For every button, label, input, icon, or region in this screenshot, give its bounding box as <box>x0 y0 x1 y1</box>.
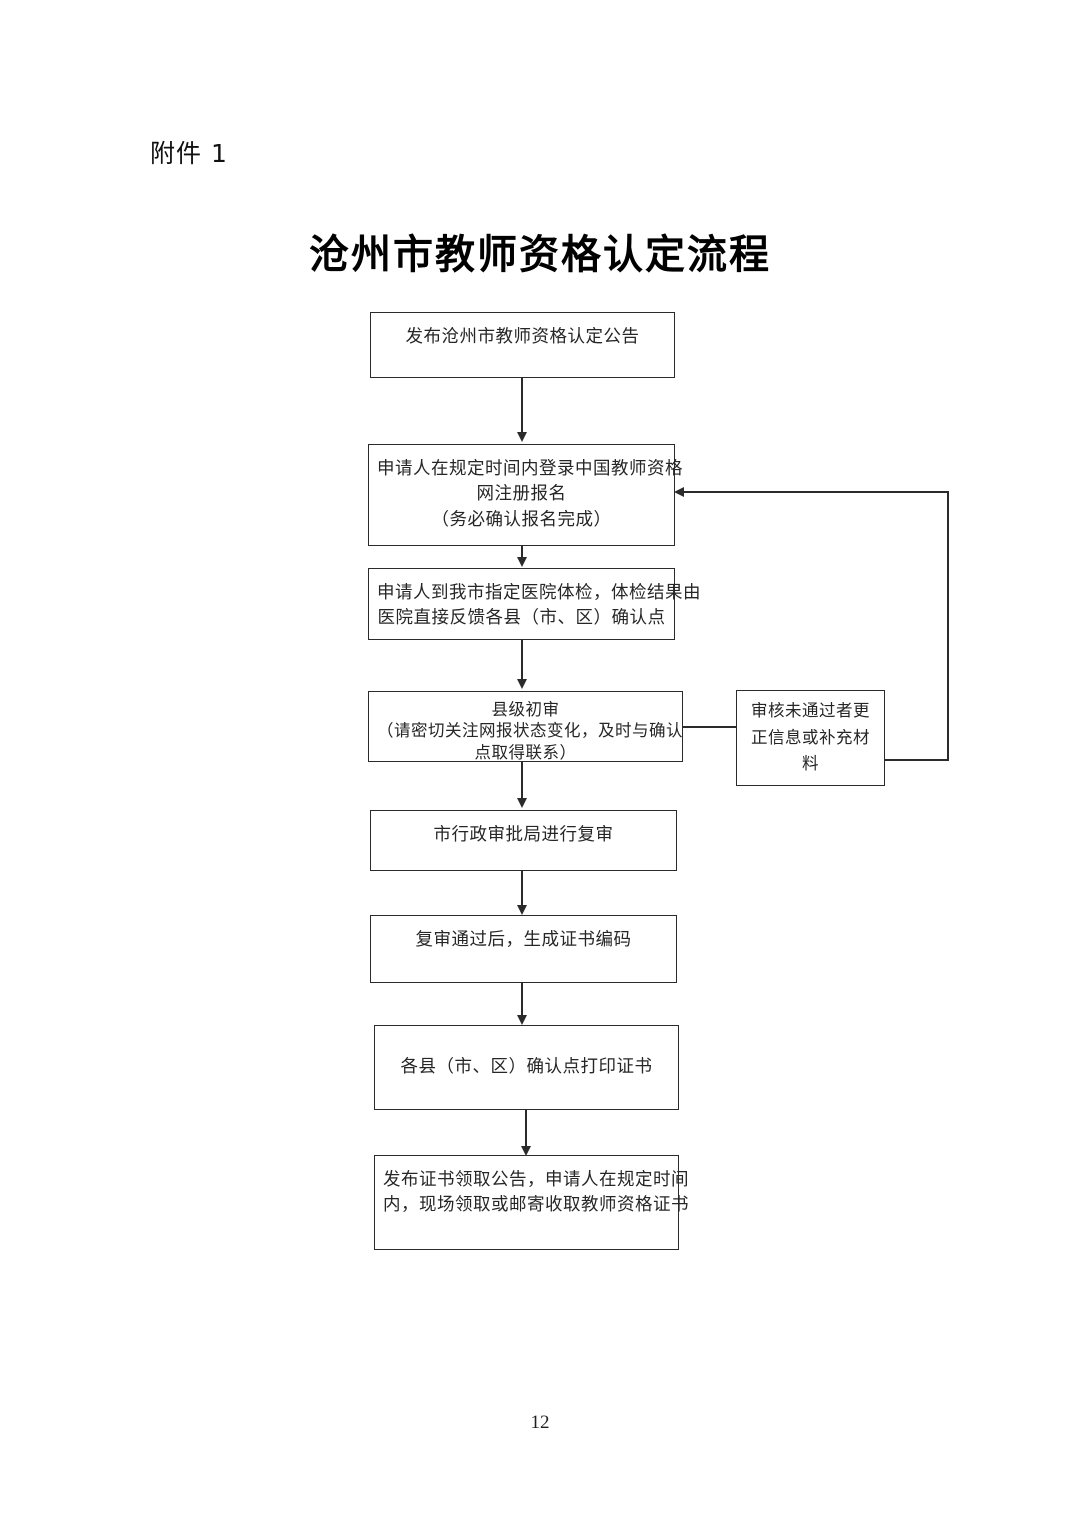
flow-node-medical-exam: 申请人到我市指定医院体检，体检结果由 医院直接反馈各县（市、区）确认点 <box>368 568 701 640</box>
flow-node-line: 各县（市、区）确认点打印证书 <box>400 1056 653 1077</box>
flow-node-line: （务必确认报名完成） <box>431 509 612 530</box>
edge-correction-loop-bottom <box>885 759 949 761</box>
flow-node-line: 医院直接反馈各县（市、区）确认点 <box>377 608 666 629</box>
edge-code-to-print <box>521 983 523 1019</box>
flow-node-line: 复审通过后，生成证书编码 <box>415 930 632 950</box>
flow-node-print-certificate: 各县（市、区）确认点打印证书 <box>374 1025 679 1110</box>
flow-node-publish-announcement: 发布沧州市教师资格认定公告 <box>370 312 675 378</box>
flow-node-line: 料 <box>802 754 819 774</box>
flow-node-city-second-review: 市行政审批局进行复审 <box>370 810 677 871</box>
arrowhead-down-icon <box>520 1146 531 1156</box>
edge-county-review-to-city-review <box>521 762 523 800</box>
flow-node-county-first-review: 县级初审 （请密切关注网报状态变化，及时与确认 点取得联系） <box>368 691 683 762</box>
flow-node-line: 网注册报名 <box>476 484 567 505</box>
edge-medical-to-county-review <box>521 640 523 681</box>
arrowhead-down-icon <box>516 1015 527 1025</box>
arrowhead-down-icon <box>516 557 527 567</box>
flow-node-line: 发布沧州市教师资格认定公告 <box>405 327 640 347</box>
flow-node-line: 申请人到我市指定医院体检，体检结果由 <box>377 583 701 603</box>
flow-node-line: 正信息或补充材 <box>751 727 870 747</box>
flow-node-line: （请密切关注网报状态变化，及时与确认 <box>377 721 683 741</box>
flow-node-line: 内，现场领取或邮寄收取教师资格证书 <box>383 1195 689 1216</box>
attachment-label: 附件 1 <box>150 139 228 168</box>
flow-node-collect-certificate: 发布证书领取公告，申请人在规定时间 内，现场领取或邮寄收取教师资格证书 <box>374 1155 689 1250</box>
flow-node-generate-certificate-code: 复审通过后，生成证书编码 <box>370 915 677 983</box>
edge-correction-loop-right <box>947 491 949 761</box>
edge-publish-to-register <box>521 378 523 434</box>
edge-correction-loop-top <box>682 491 949 493</box>
arrowhead-left-icon <box>674 486 684 497</box>
edge-register-to-medical <box>521 546 523 558</box>
page-number: 12 <box>530 1412 550 1433</box>
flow-node-line: 点取得联系） <box>474 742 577 762</box>
flow-node-correction: 审核未通过者更 正信息或补充材 料 <box>736 690 885 786</box>
flow-node-line: 申请人在规定时间内登录中国教师资格 <box>377 459 683 479</box>
arrowhead-down-icon <box>516 679 527 689</box>
flow-node-line: 市行政审批局进行复审 <box>433 825 614 845</box>
flow-node-line: 发布证书领取公告，申请人在规定时间 <box>383 1170 689 1190</box>
edge-county-review-to-correction <box>683 726 736 728</box>
edge-city-review-to-code <box>521 871 523 907</box>
page-title: 沧州市教师资格认定流程 <box>309 231 771 278</box>
arrowhead-down-icon <box>516 905 527 915</box>
edge-print-to-collect <box>525 1110 527 1148</box>
arrowhead-down-icon <box>516 798 527 808</box>
arrowhead-down-icon <box>516 432 527 442</box>
flow-node-line: 县级初审 <box>491 700 560 719</box>
flow-node-line: 审核未通过者更 <box>751 701 870 721</box>
flow-node-register-online: 申请人在规定时间内登录中国教师资格 网注册报名 （务必确认报名完成） <box>368 444 683 546</box>
